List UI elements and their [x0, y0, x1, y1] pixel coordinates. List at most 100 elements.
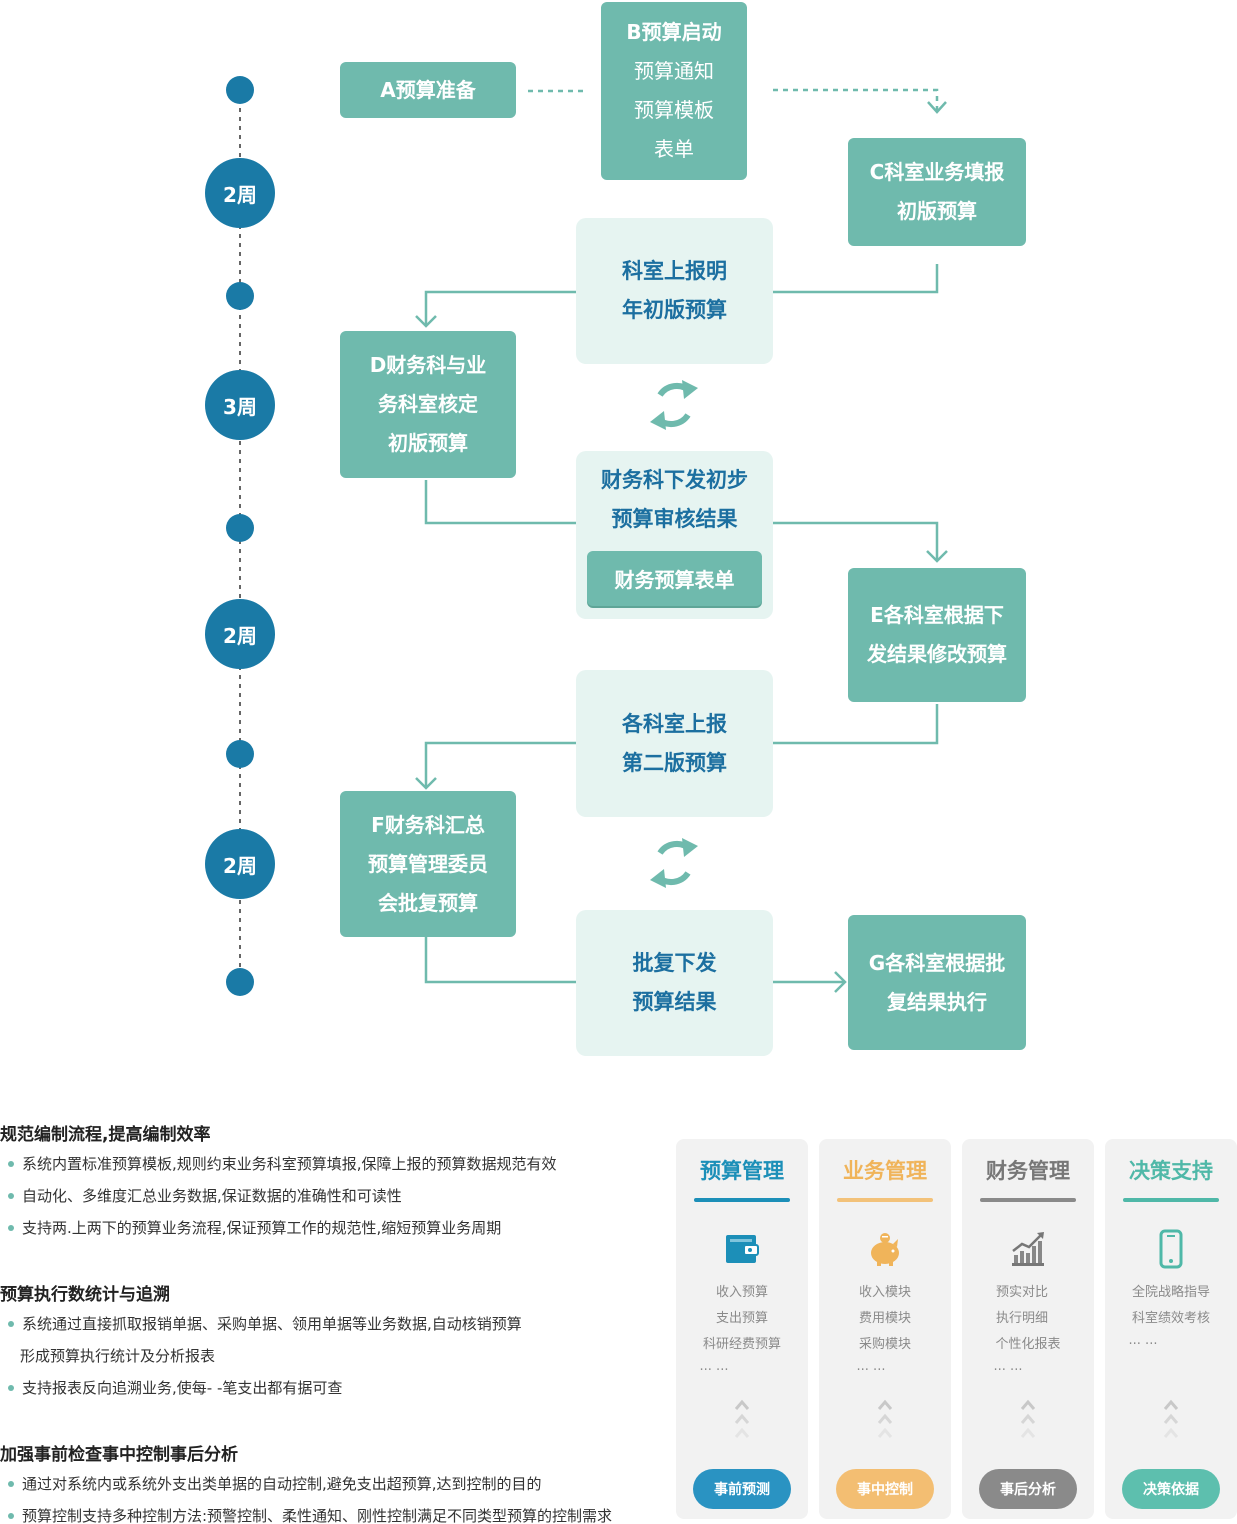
section-bullet: 支持两.上两下的预算业务流程,保证预算工作的规范性,缩短预算业务周期: [8, 1217, 501, 1238]
section-bullet: 系统内置标准预算模板,规则约束业务科室预算填报,保障上报的预算数据规范有效: [8, 1153, 557, 1174]
refresh-cycle-icon: [650, 838, 698, 888]
step-c-line: C科室业务填报: [869, 160, 1005, 184]
bullet-text: 自动化、多维度汇总业务数据,保证数据的准确性和可读性: [22, 1187, 402, 1205]
step-f-line: F财务科汇总: [371, 812, 485, 837]
bullet-text: 系统通过直接抓取报销单据、采购单据、领用单据等业务数据,自动核销预算: [22, 1315, 522, 1333]
step-report-first: 科室上报明 年初版预算: [576, 218, 773, 364]
step-approve-line: 批复下发: [632, 951, 717, 975]
step-e-line: E各科室根据下: [870, 603, 1004, 627]
refresh-cycle-icon: [650, 380, 698, 430]
step-a-line: A预算准备: [380, 77, 476, 102]
timeline-dot: [226, 282, 254, 310]
card-underline: [980, 1198, 1076, 1202]
step-d-line: 初版预算: [388, 431, 468, 455]
card-title: 决策支持: [1129, 1159, 1213, 1183]
step-d-line: 务科室核定: [378, 392, 478, 416]
card-underline: [694, 1198, 790, 1202]
card-item: ... ...: [699, 1359, 729, 1374]
step-report-second-line: 第二版预算: [622, 750, 727, 775]
step-a-prepare: A预算准备: [340, 62, 516, 118]
timeline-week-badge: 2周: [205, 599, 275, 669]
section-title: 规范编制流程,提高编制效率: [0, 1125, 211, 1145]
card-underline: [1123, 1198, 1219, 1202]
section-title: 加强事前检查事中控制事后分析: [0, 1445, 238, 1465]
step-c-fill: C科室业务填报 初版预算: [848, 138, 1026, 246]
timeline-week-badge: 3周: [205, 370, 275, 440]
timeline-dot: [226, 514, 254, 542]
bullet-text: 预算控制支持多种控制方法:预警控制、柔性通知、刚性控制满足不同类型预算的控制需求: [22, 1507, 613, 1524]
timeline-week-badge: 2周: [205, 829, 275, 899]
step-b-line: B预算启动: [626, 20, 722, 44]
step-report-first-line: 年初版预算: [622, 298, 727, 322]
card-item: 全院战略指导: [1131, 1285, 1210, 1300]
card-item: 支出预算: [715, 1311, 768, 1326]
step-b-start: B预算启动 预算通知 预算模板 表单: [601, 2, 747, 180]
section-bullet: 通过对系统内或系统外支出类单据的自动控制,避免支出超预算,达到控制的目的: [8, 1473, 542, 1494]
section-bullet: 自动化、多维度汇总业务数据,保证数据的准确性和可读性: [8, 1185, 402, 1206]
step-f-summary: F财务科汇总 预算管理委员 会批复预算: [340, 791, 516, 937]
wallet-icon: [726, 1235, 759, 1263]
in-process-control-button[interactable]: 事中控制: [836, 1469, 934, 1509]
timeline-dot: [226, 76, 254, 104]
step-d-verify: D财务科与业 务科室核定 初版预算: [340, 331, 516, 478]
chevron-up-icon: [1163, 1399, 1179, 1438]
card-title: 业务管理: [843, 1159, 927, 1183]
step-approve-line: 预算结果: [632, 990, 717, 1014]
timeline-week-badge: 2周: [205, 158, 275, 228]
card-business-management: 业务管理 收入模块 费用模块 采购模块 ... ... 事中控制: [819, 1139, 951, 1519]
decision-basis-button[interactable]: 决策依据: [1122, 1469, 1220, 1509]
card-title: 财务管理: [986, 1159, 1070, 1183]
step-f-line: 会批复预算: [378, 890, 478, 915]
timeline-dot: [226, 968, 254, 996]
step-e-modify: E各科室根据下 发结果修改预算: [848, 568, 1026, 702]
piggy-bank-icon: [871, 1233, 899, 1266]
card-item: 收入模块: [858, 1285, 911, 1300]
bullet-text: 支持报表反向追溯业务,使每- -笔支出都有据可查: [22, 1379, 343, 1397]
card-item: 个性化报表: [995, 1337, 1061, 1352]
section-bullet: 预算控制支持多种控制方法:预警控制、柔性通知、刚性控制满足不同类型预算的控制需求: [8, 1505, 612, 1524]
card-item: 执行明细: [995, 1311, 1048, 1326]
card-item: 采购模块: [858, 1337, 911, 1352]
step-b-line: 预算模板: [634, 98, 714, 122]
section-bullet: 支持报表反向追溯业务,使每- -笔支出都有据可查: [8, 1377, 342, 1398]
step-e-line: 发结果修改预算: [867, 642, 1007, 666]
bullet-text: 通过对系统内或系统外支出类单据的自动控制,避免支出超预算,达到控制的目的: [22, 1475, 542, 1493]
finance-budget-form-button[interactable]: 财务预算表单: [587, 551, 762, 606]
card-title: 预算管理: [700, 1159, 784, 1183]
card-finance-management: 财务管理 预实对比 执行明细 个性化报表 ... ... 事后分析: [962, 1139, 1094, 1519]
step-issue-line: 财务科下发初步: [601, 468, 748, 492]
section-title: 预算执行数统计与追溯: [0, 1285, 170, 1305]
chevron-up-icon: [877, 1399, 893, 1438]
card-decision-support: 决策支持 全院战略指导 科室绩效考核 ... ... 决策依据: [1105, 1139, 1237, 1519]
card-item: ... ...: [993, 1359, 1023, 1374]
bullet-continuation: 形成预算执行统计及分析报表: [20, 1347, 216, 1365]
step-g-line: G各科室根据批: [868, 950, 1006, 975]
card-item: 预实对比: [995, 1285, 1048, 1300]
step-f-line: 预算管理委员: [368, 851, 488, 876]
section-bullet: 系统通过直接抓取报销单据、采购单据、领用单据等业务数据,自动核销预算: [8, 1313, 522, 1334]
chevron-up-icon: [1020, 1399, 1036, 1438]
bullet-text: 系统内置标准预算模板,规则约束业务科室预算填报,保障上报的预算数据规范有效: [22, 1155, 557, 1173]
timeline-dot: [226, 740, 254, 768]
card-item: 科室绩效考核: [1131, 1311, 1210, 1326]
step-c-line: 初版预算: [897, 199, 977, 223]
step-g-execute: G各科室根据批 复结果执行: [848, 915, 1026, 1050]
card-item: 收入预算: [715, 1285, 768, 1300]
post-analysis-button[interactable]: 事后分析: [979, 1469, 1077, 1509]
card-item: 费用模块: [858, 1311, 911, 1326]
step-b-line: 表单: [654, 137, 694, 161]
card-item: 科研经费预算: [702, 1337, 781, 1352]
bar-chart-icon: [1012, 1232, 1044, 1266]
step-g-line: 复结果执行: [887, 989, 987, 1014]
step-issue-line: 预算审核结果: [611, 507, 738, 531]
pre-forecast-button[interactable]: 事前预测: [693, 1469, 791, 1509]
step-report-second: 各科室上报 第二版预算: [576, 670, 773, 817]
chevron-up-icon: [734, 1399, 750, 1438]
card-item: ... ...: [1128, 1333, 1158, 1348]
phone-icon: [1159, 1229, 1183, 1269]
step-report-first-line: 科室上报明: [622, 259, 727, 283]
card-underline: [837, 1198, 933, 1202]
card-budget-management: 预算管理 收入预算 支出预算 科研经费预算 ... ... 事前预测: [676, 1139, 808, 1519]
step-b-line: 预算通知: [634, 59, 714, 83]
